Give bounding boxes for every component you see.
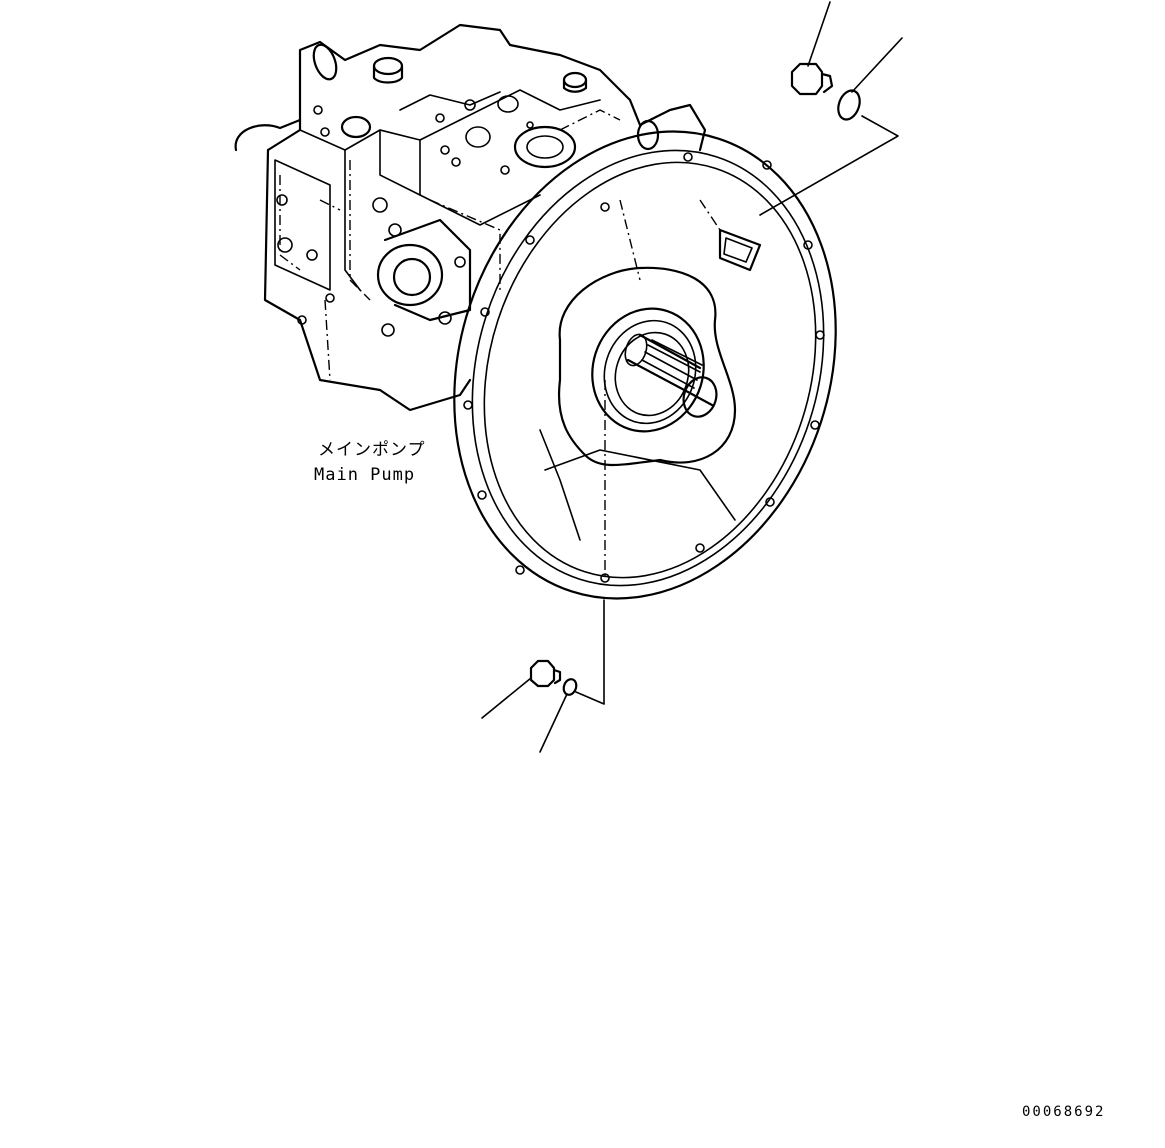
lower-plug-icon (529, 659, 562, 688)
label-main-pump-en: Main Pump (314, 465, 415, 485)
upper-plug-callout (759, 1, 903, 216)
main-pump-illustration (234, 23, 837, 600)
upper-plug-icon (790, 62, 834, 96)
lower-o-ring-icon (562, 678, 578, 696)
upper-o-ring-icon (837, 89, 861, 121)
lower-plug-callout (481, 599, 605, 753)
drawing-number: 00068692 (1022, 1104, 1105, 1120)
label-main-pump-jp: メインポンプ (318, 440, 426, 460)
flange-bolt-holes (463, 152, 825, 583)
